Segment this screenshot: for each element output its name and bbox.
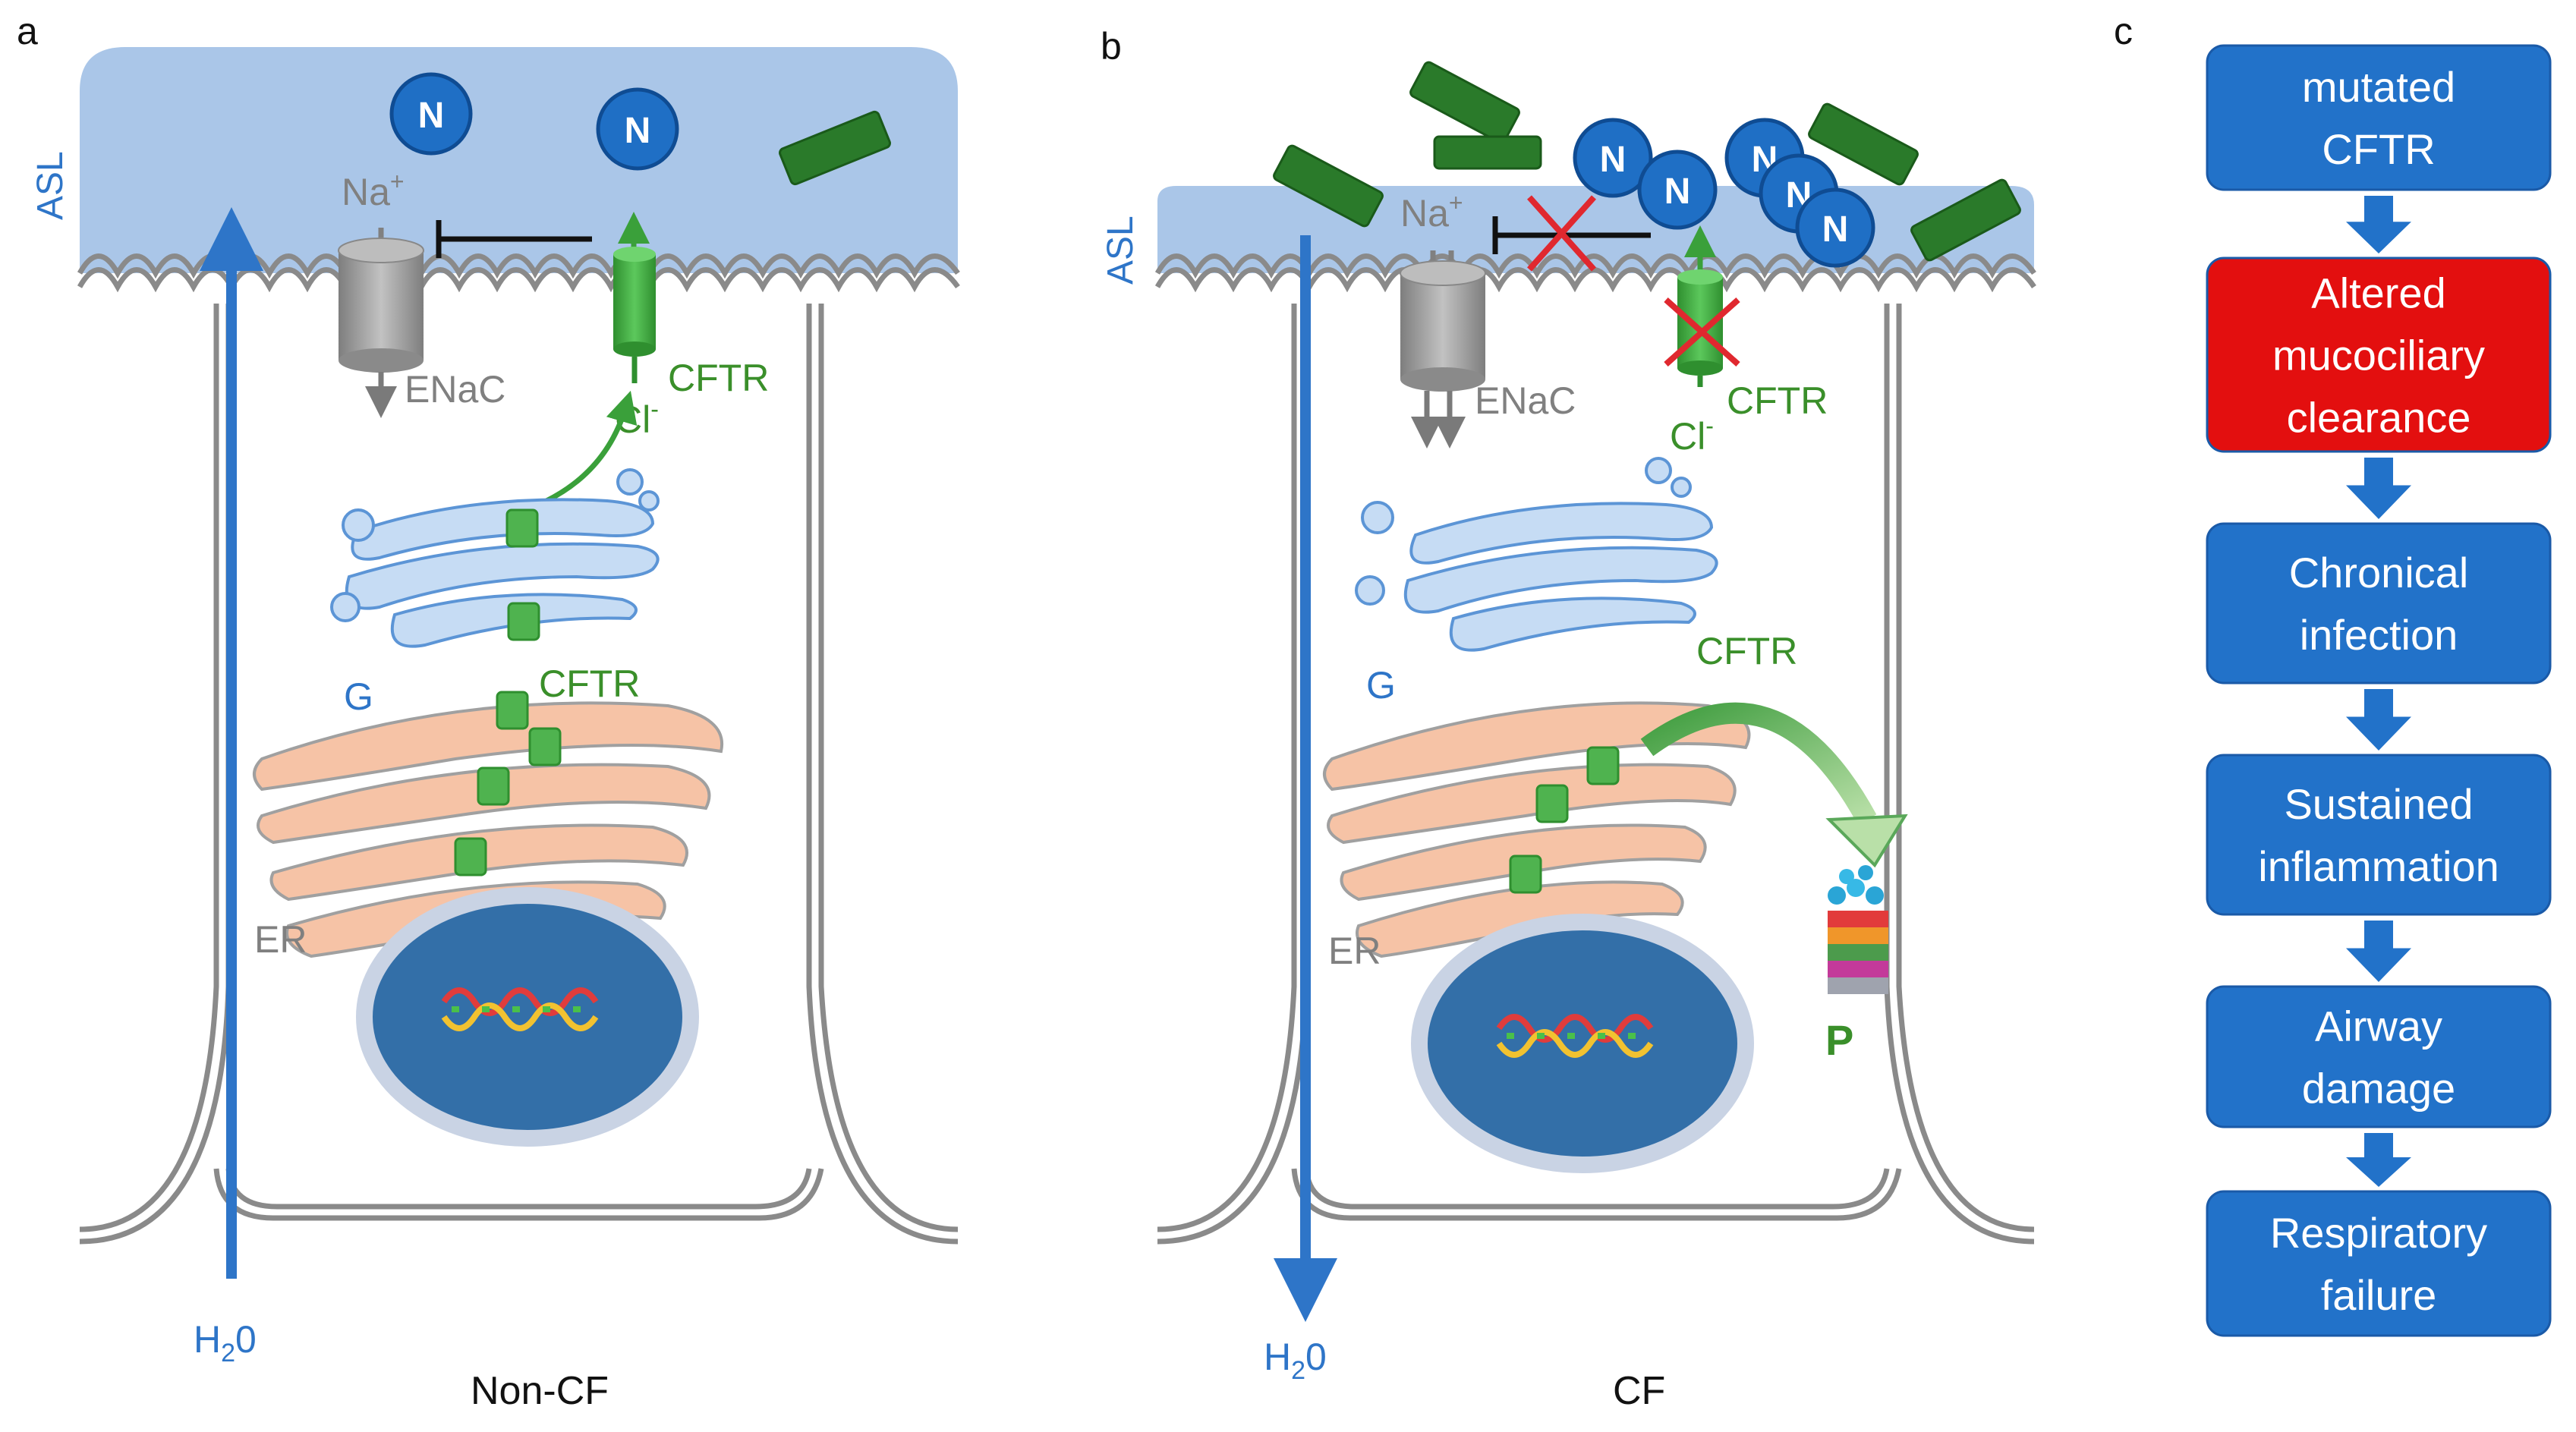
er-label: ER — [254, 918, 307, 961]
chloride-label: Cl- — [1670, 412, 1714, 458]
flow-step-box — [2206, 985, 2552, 1128]
golgi-apparatus — [1355, 457, 1718, 652]
flow-arrow — [2346, 689, 2411, 751]
inhibition-bar — [1492, 216, 1651, 254]
nucleus — [1411, 914, 1754, 1173]
svg-text:N: N — [1822, 209, 1849, 250]
flow-step-text: failure — [2321, 1271, 2437, 1319]
water-label: H20 — [194, 1318, 257, 1367]
cftr-channel — [613, 212, 656, 383]
bacterium — [779, 110, 891, 186]
panel-caption: CF — [1613, 1369, 1665, 1413]
neutrophil: N — [1573, 118, 1653, 198]
sodium-label: Na+ — [342, 168, 405, 213]
enac-channel — [1400, 250, 1486, 448]
bacterium — [1910, 178, 2021, 262]
inhibition-bar — [436, 220, 592, 258]
degradation-arrow — [1640, 702, 1877, 825]
enac-label: ENaC — [405, 368, 505, 411]
svg-text:N: N — [418, 96, 445, 136]
flow-step-box — [2206, 44, 2552, 191]
blocked-cross — [1527, 195, 1596, 272]
panel-letter-b: b — [1101, 25, 1122, 68]
blocked-cross — [1664, 297, 1740, 367]
degradation-arrow-head — [1825, 814, 1908, 868]
cftr-er-label: CFTR — [539, 662, 640, 705]
cftr-channel-label: CFTR — [1727, 379, 1828, 422]
asl-label: ASL — [1101, 216, 1141, 285]
flow-arrow — [2346, 921, 2411, 982]
flow-step-text: clearance — [2287, 394, 2471, 442]
flow-step-text: CFTR — [2322, 125, 2435, 173]
sodium-label: Na+ — [1400, 189, 1463, 234]
cftr-channel-label: CFTR — [668, 357, 769, 399]
neutrophil: N — [1795, 187, 1875, 268]
asl-layer — [80, 47, 958, 273]
golgi-label: G — [1366, 664, 1396, 707]
proteasome — [1828, 865, 1888, 994]
flow-arrow — [2346, 196, 2411, 253]
flow-step-text: Altered — [2311, 269, 2445, 317]
asl-label: ASL — [30, 151, 71, 220]
flow-arrow — [2346, 1133, 2411, 1187]
flow-step-text: Sustained — [2284, 780, 2473, 828]
flow-step-box — [2206, 1190, 2552, 1337]
water-label: H20 — [1264, 1336, 1327, 1385]
panel-letter-c: c — [2114, 10, 2133, 52]
golgi-label: G — [344, 675, 373, 718]
flow-step-text: damage — [2302, 1065, 2455, 1113]
cftr-protein — [454, 508, 562, 877]
enac-channel — [338, 228, 424, 418]
bacterium — [1273, 144, 1384, 228]
endoplasmic-reticulum — [1323, 701, 1751, 958]
neutrophil: N — [1637, 149, 1718, 230]
svg-text:N: N — [1600, 140, 1627, 180]
neutrophil: N — [596, 87, 679, 171]
flow-step-text: Chronical — [2289, 549, 2469, 596]
golgi-apparatus — [330, 468, 660, 648]
flow-step-text: Respiratory — [2270, 1209, 2487, 1257]
cftr-er-label: CFTR — [1696, 630, 1797, 672]
flow-step-text: inflammation — [2258, 842, 2499, 890]
panel-letter-a: a — [17, 10, 38, 52]
bacterium — [1409, 61, 1520, 144]
flow-step-box — [2206, 257, 2552, 453]
flow-step-text: mutated — [2302, 63, 2455, 111]
trafficking-arrow — [545, 390, 638, 504]
enac-label: ENaC — [1475, 379, 1576, 422]
flow-arrow — [2346, 458, 2411, 519]
proteasome-label: P — [1825, 1016, 1853, 1064]
er-label: ER — [1328, 930, 1381, 972]
bacterium — [1433, 135, 1542, 170]
bacterium — [1808, 102, 1919, 186]
flow-step-box — [2206, 754, 2552, 916]
cftr-protein — [1509, 746, 1620, 894]
flow-step-text: mucociliary — [2272, 332, 2485, 379]
panel-caption: Non-CF — [471, 1369, 609, 1413]
svg-text:N: N — [1664, 172, 1691, 212]
flow-step-box — [2206, 522, 2552, 685]
nucleus — [356, 887, 699, 1147]
flow-step-text: Airway — [2315, 1002, 2442, 1050]
panel-non-cf: a H20 ASL N N — [17, 10, 960, 1413]
flow-step-text: infection — [2300, 611, 2458, 659]
neutrophil: N — [389, 72, 473, 156]
svg-text:N: N — [625, 111, 651, 151]
panel-cf: b H20 ASL N N — [1101, 25, 2036, 1413]
